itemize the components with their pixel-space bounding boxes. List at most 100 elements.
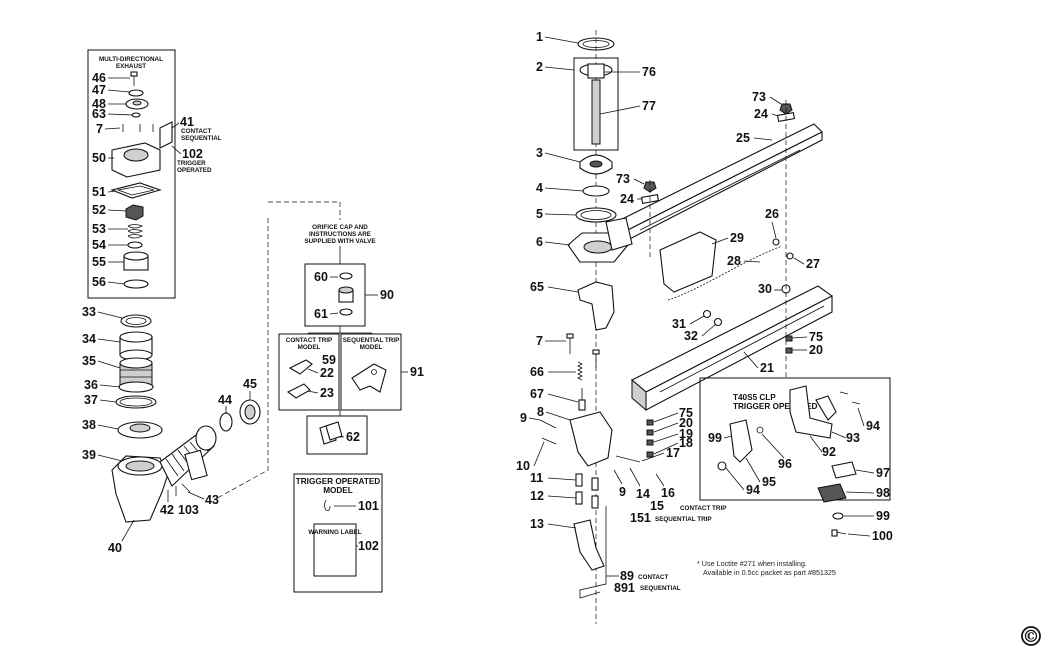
callout-15: 15 bbox=[650, 499, 664, 513]
callout-53: 53 bbox=[92, 222, 106, 236]
callout-99-b: 99 bbox=[876, 509, 890, 523]
warning-label-box bbox=[313, 523, 357, 577]
callout-31: 31 bbox=[672, 317, 686, 331]
callout-32: 32 bbox=[684, 329, 698, 343]
contact-trip-box bbox=[278, 333, 340, 411]
callout-23: 23 bbox=[320, 386, 334, 400]
callout-37: 37 bbox=[84, 393, 98, 407]
label-891-sequential: SEQUENTIAL bbox=[640, 585, 681, 592]
handle-assembly: 33 34 35 36 37 38 39 40 42 103 43 44 45 bbox=[82, 305, 261, 555]
callout-19: 19 bbox=[679, 427, 693, 441]
callout-97: 97 bbox=[876, 466, 890, 480]
callout-94-a: 94 bbox=[866, 419, 880, 433]
callout-2: 2 bbox=[536, 60, 543, 74]
callout-59: 59 bbox=[322, 353, 336, 367]
callout-26: 26 bbox=[765, 207, 779, 221]
label-102-trigger: TRIGGER bbox=[177, 160, 206, 167]
callout-40: 40 bbox=[108, 541, 122, 555]
callout-36: 36 bbox=[84, 378, 98, 392]
callout-99-a: 99 bbox=[708, 431, 722, 445]
callout-52: 52 bbox=[92, 203, 106, 217]
callout-3: 3 bbox=[536, 146, 543, 160]
callout-73-a: 73 bbox=[752, 90, 766, 104]
label-41-contact: CONTACT bbox=[181, 128, 211, 135]
callout-95: 95 bbox=[762, 475, 776, 489]
exhaust-assembly: MULTI-DIRECTIONAL EXHAUST 46 47 bbox=[87, 49, 222, 299]
label-151-sequential-trip: SEQUENTIAL TRIP bbox=[655, 516, 712, 523]
callout-10: 10 bbox=[516, 459, 530, 473]
callout-891: 891 bbox=[614, 581, 635, 595]
callout-94-b: 94 bbox=[746, 483, 760, 497]
callout-30: 30 bbox=[758, 282, 772, 296]
label-41-sequential: SEQUENTIAL bbox=[181, 135, 222, 142]
callout-13: 13 bbox=[530, 517, 544, 531]
callout-34: 34 bbox=[82, 332, 96, 346]
callout-14: 14 bbox=[636, 487, 650, 501]
callout-44: 44 bbox=[218, 393, 232, 407]
callout-65: 65 bbox=[530, 280, 544, 294]
callout-89: 89 bbox=[620, 569, 634, 583]
callout-20-a: 20 bbox=[679, 416, 693, 430]
callout-96: 96 bbox=[778, 457, 792, 471]
callout-24-b: 24 bbox=[620, 192, 634, 206]
part-62-box bbox=[306, 415, 368, 455]
trigger-operated-title-1: TRIGGER OPERATED bbox=[296, 477, 381, 486]
callout-102-top: 102 bbox=[182, 147, 203, 161]
magazine-assembly: 73 24 25 73 24 26 29 28 27 30 31 32 75 2… bbox=[605, 90, 834, 412]
callout-98: 98 bbox=[876, 486, 890, 500]
inset-title-1: T40S5 CLP bbox=[733, 393, 776, 402]
callout-38: 38 bbox=[82, 418, 96, 432]
callout-46: 46 bbox=[92, 71, 106, 85]
callout-47: 47 bbox=[92, 83, 106, 97]
callout-66: 66 bbox=[530, 365, 544, 379]
orifice-note-1: ORIFICE CAP AND bbox=[312, 224, 368, 231]
trip-models: ORIFICE CAP AND INSTRUCTIONS ARE SUPPLIE… bbox=[278, 224, 424, 593]
callout-43: 43 bbox=[205, 493, 219, 507]
callout-67: 67 bbox=[530, 387, 544, 401]
callout-29: 29 bbox=[730, 231, 744, 245]
inset-trigger-operated: T40S5 CLP TRIGGER OPERATED 93 94 92 96 9… bbox=[699, 377, 893, 543]
exhaust-title-2: EXHAUST bbox=[116, 63, 146, 70]
callout-27: 27 bbox=[806, 257, 820, 271]
callout-77: 77 bbox=[642, 99, 656, 113]
callout-60: 60 bbox=[314, 270, 328, 284]
sequential-trip-title-1: SEQUENTIAL TRIP bbox=[343, 337, 400, 344]
label-89-contact: CONTACT bbox=[638, 574, 668, 581]
callout-11: 11 bbox=[530, 471, 543, 485]
callout-25: 25 bbox=[736, 131, 750, 145]
callout-24-a: 24 bbox=[754, 107, 768, 121]
callout-93: 93 bbox=[846, 431, 860, 445]
callout-22: 22 bbox=[320, 366, 334, 380]
callout-73-b: 73 bbox=[616, 172, 630, 186]
callout-56: 56 bbox=[92, 275, 106, 289]
callout-54: 54 bbox=[92, 238, 106, 252]
callout-7-right: 7 bbox=[536, 334, 543, 348]
callout-51: 51 bbox=[92, 185, 106, 199]
callout-16: 16 bbox=[661, 486, 675, 500]
callout-33: 33 bbox=[82, 305, 96, 319]
exhaust-box bbox=[87, 49, 176, 299]
callout-101: 101 bbox=[358, 499, 379, 513]
callout-55: 55 bbox=[92, 255, 106, 269]
callout-28: 28 bbox=[727, 254, 741, 268]
leader-dashed-center bbox=[213, 218, 269, 501]
leader-dashed-top bbox=[268, 201, 341, 220]
callout-17: 17 bbox=[666, 446, 680, 460]
callout-21: 21 bbox=[760, 361, 774, 375]
cylinder-stack: 1 2 76 77 3 4 5 6 65 7 66 67 9 8 10 11 1… bbox=[516, 30, 726, 624]
copyright-symbol: © bbox=[1023, 627, 1040, 647]
callout-41: 41 bbox=[180, 115, 194, 129]
callout-75-b: 75 bbox=[809, 330, 823, 344]
callout-6: 6 bbox=[536, 235, 543, 249]
orifice-note-3: SUPPLIED WITH VALVE bbox=[304, 238, 375, 245]
callout-20-b: 20 bbox=[809, 343, 823, 357]
callout-12: 12 bbox=[530, 489, 544, 503]
callout-61: 61 bbox=[314, 307, 328, 321]
callout-50: 50 bbox=[92, 151, 106, 165]
callout-45: 45 bbox=[243, 377, 257, 391]
orifice-note-2: INSTRUCTIONS ARE bbox=[309, 231, 371, 238]
callout-92: 92 bbox=[822, 445, 836, 459]
inset-box bbox=[699, 377, 891, 501]
callout-90: 90 bbox=[380, 288, 394, 302]
inset-title-2: TRIGGER OPERATED bbox=[733, 402, 818, 411]
